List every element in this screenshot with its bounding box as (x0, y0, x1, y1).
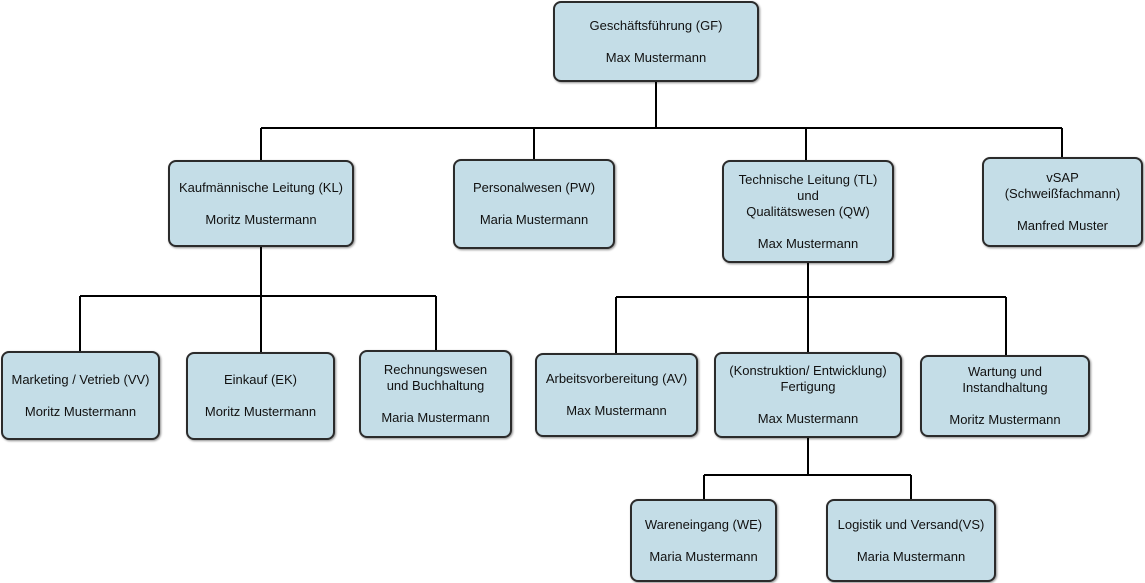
org-box-title: Instandhaltung (962, 380, 1048, 395)
org-box-person: Maria Mustermann (856, 548, 966, 564)
org-box-person: Max Mustermann (605, 49, 707, 65)
org-box-title: Rechnungswesen (383, 362, 488, 377)
org-box-title: Wartung und (968, 364, 1042, 379)
org-box-title: (Konstruktion/ Entwicklung) (729, 363, 887, 378)
org-box-rechnungswesen: Rechnungswesen und Buchhaltung Maria Mus… (359, 350, 512, 438)
org-box-person: Maria Mustermann (381, 410, 490, 425)
org-box-title: (Schweißfachmann) (1004, 186, 1121, 201)
org-box-title: und Buchhaltung (386, 378, 485, 393)
org-box-title: Marketing / Vetrieb (VV) (11, 371, 150, 387)
org-box-wartung-instandhaltung: Wartung und Instandhaltung Moritz Muster… (920, 355, 1090, 437)
org-box-title: und (797, 187, 819, 203)
org-box-person: Moritz Mustermann (205, 211, 317, 227)
org-box-person: Max Mustermann (757, 235, 859, 251)
org-box-person: Maria Mustermann (649, 548, 758, 564)
org-box-geschaeftsfuehrung: Geschäftsführung (GF) Max Mustermann (553, 1, 759, 82)
org-box-title: Geschäftsführung (GF) (589, 17, 723, 33)
org-box-person: Moritz Mustermann (24, 403, 137, 419)
org-box-title: Arbeitsvorbereitung (AV) (545, 371, 688, 386)
org-box-einkauf: Einkauf (EK) Moritz Mustermann (186, 352, 335, 440)
org-box-marketing-vertrieb: Marketing / Vetrieb (VV) Moritz Musterma… (1, 351, 160, 440)
org-box-person: Max Mustermann (757, 411, 859, 426)
org-box-vsap: vSAP (Schweißfachmann) Manfred Muster (982, 157, 1143, 247)
org-box-title: Fertigung (780, 379, 836, 394)
org-box-wareneingang: Wareneingang (WE) Maria Mustermann (630, 499, 777, 582)
org-box-technische-leitung: Technische Leitung (TL) und Qualitätswes… (722, 160, 894, 263)
org-box-fertigung: (Konstruktion/ Entwicklung) Fertigung Ma… (714, 352, 902, 438)
org-box-title: Qualitätswesen (QW) (746, 203, 870, 219)
org-box-title: Kaufmännische Leitung (KL) (178, 179, 344, 195)
org-box-personalwesen: Personalwesen (PW) Maria Mustermann (453, 159, 615, 249)
org-box-arbeitsvorbereitung: Arbeitsvorbereitung (AV) Max Mustermann (535, 353, 698, 437)
org-box-person: Manfred Muster (1016, 218, 1109, 233)
org-box-title: Personalwesen (PW) (472, 180, 596, 195)
org-box-title: Einkauf (EK) (224, 372, 297, 387)
org-box-person: Moritz Mustermann (949, 412, 1061, 427)
org-box-person: Maria Mustermann (479, 212, 589, 227)
org-box-title: Technische Leitung (TL) (738, 171, 878, 187)
org-box-person: Max Mustermann (566, 403, 667, 418)
org-box-logistik-versand: Logistik und Versand(VS) Maria Musterman… (826, 499, 996, 582)
org-box-title: Logistik und Versand(VS) (837, 516, 985, 532)
org-box-title: Wareneingang (WE) (644, 516, 763, 532)
org-box-person: Moritz Mustermann (204, 404, 317, 419)
org-box-kaufmaennische-leitung: Kaufmännische Leitung (KL) Moritz Muster… (168, 160, 354, 247)
org-box-title: vSAP (1046, 170, 1079, 185)
